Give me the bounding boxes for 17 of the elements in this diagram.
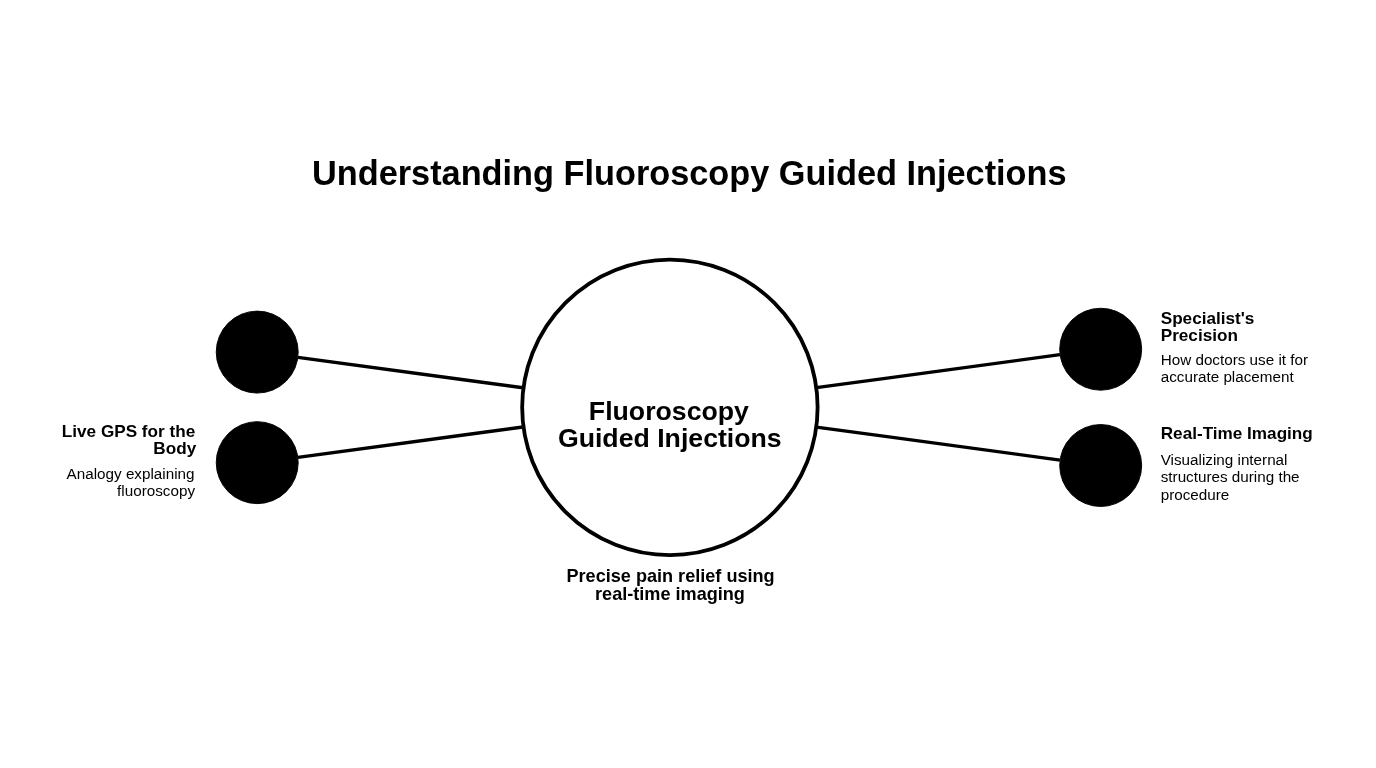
node-label: How doctors use it for accurate placement — [1160, 350, 1309, 385]
node-label: Precise pain relief using real-time imaging — [566, 565, 775, 604]
node-label: Visualizing internal structures during the procedure — [1160, 450, 1300, 503]
node-circle — [1059, 307, 1143, 391]
node-circle — [1059, 423, 1143, 507]
node-label: Analogy explaining fluoroscopy — [66, 464, 196, 499]
node-label: Real-Time Imaging — [1160, 422, 1313, 443]
connector — [816, 352, 1061, 389]
node-circle: Fluoroscopy Guided Injections — [520, 257, 820, 557]
node-label: Specialist's Precision — [1160, 307, 1255, 345]
diagram-title: Understanding Fluoroscopy Guided Injections — [312, 153, 1067, 192]
node-circle — [215, 420, 299, 504]
node-label: Live GPS for the Body — [61, 420, 197, 458]
node-circle — [215, 310, 299, 394]
connector — [816, 424, 1061, 462]
connector — [297, 424, 524, 459]
connector — [297, 355, 524, 389]
